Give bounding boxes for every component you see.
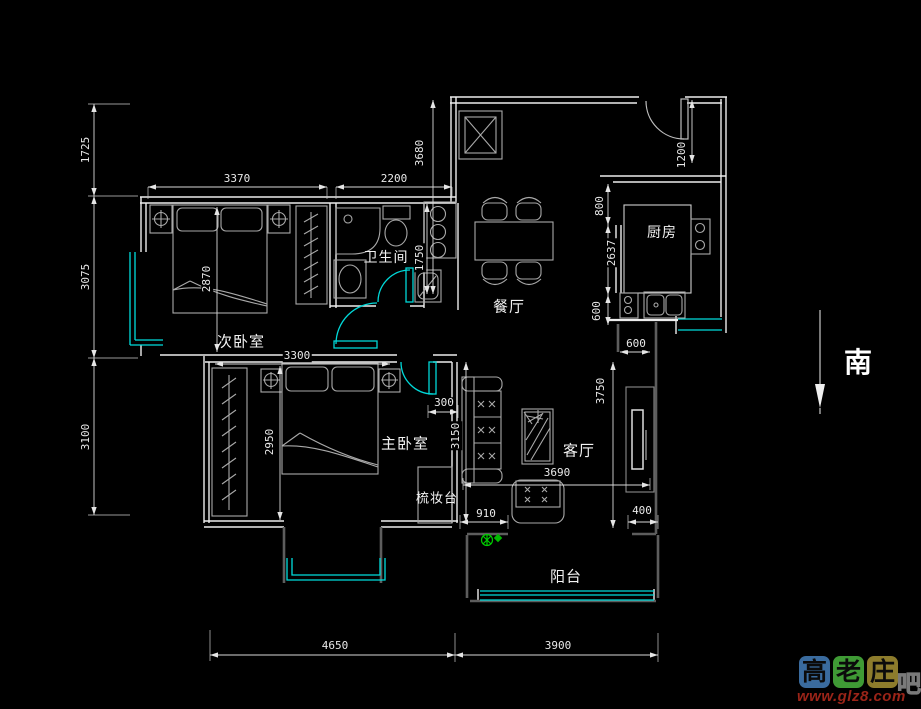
kitchen-stove: [690, 218, 711, 255]
dim-3750: 3750: [594, 376, 608, 406]
dim-2637: 2637: [605, 238, 619, 268]
dim-bottom-4650: 4650: [320, 639, 350, 653]
watermark-tile-3: 庄: [867, 656, 898, 688]
room-label-dressing-table: 梳妆台: [415, 490, 459, 506]
balcony-walls: [465, 535, 660, 603]
dim-top-2200: 2200: [379, 172, 409, 186]
dining-set: [474, 196, 554, 286]
room-label-kitchen: 厨房: [647, 224, 677, 240]
kitchen-burner-unit: [619, 292, 639, 319]
shower: [335, 207, 381, 255]
room-label-living: 客厅: [562, 442, 596, 460]
balcony-window: [480, 590, 654, 601]
dim-910: 910: [475, 507, 497, 521]
room-label-balcony: 阳台: [549, 568, 583, 586]
dim-1200: 1200: [675, 140, 689, 170]
balcony-plants: [480, 533, 503, 547]
dressing-table: [417, 466, 453, 524]
kitchen-counter: [623, 204, 692, 294]
entry-door-swing: [645, 100, 685, 140]
dim-2870: 2870: [200, 264, 214, 294]
dim-300: 300: [433, 396, 455, 410]
dim-top-3370: 3370: [222, 172, 252, 186]
extension-lines: [88, 103, 659, 662]
bed-secondary: [172, 204, 268, 314]
watermark-tile-1: 高: [799, 656, 830, 688]
room-label-dining: 餐厅: [492, 298, 526, 316]
south-arrow: [815, 310, 825, 414]
bathroom-sink: [333, 259, 367, 299]
dim-2950: 2950: [263, 427, 277, 457]
dimension-lines: [91, 100, 695, 658]
dim-left-3075: 3075: [79, 262, 93, 292]
dim-left-3100: 3100: [79, 422, 93, 452]
kitchen-side-window: [678, 318, 722, 331]
dim-600-kitchen: 600: [590, 300, 604, 322]
bathroom-door-leaf: [405, 267, 414, 303]
dim-3680: 3680: [413, 138, 427, 168]
bedroom2-bay-window: [129, 252, 163, 346]
toilet: [382, 205, 411, 247]
watermark-logo: 高 老 庄 吧 www.glz8.com: [795, 650, 921, 709]
dim-800: 800: [593, 195, 607, 217]
tv-cabinet: [625, 386, 655, 493]
windows: [129, 252, 722, 601]
loveseat: [511, 479, 565, 524]
dim-3300: 3300: [282, 349, 312, 363]
watermark-url: www.glz8.com: [797, 688, 906, 705]
room-label-bathroom: 卫生间: [363, 249, 409, 265]
dim-3150: 3150: [449, 421, 463, 451]
watermark-suffix: 吧: [897, 671, 921, 699]
wardrobe-master: [211, 367, 248, 517]
nightstands-master: [260, 368, 401, 393]
master-door-swing: [400, 361, 434, 395]
closet-hallway: [295, 205, 328, 305]
room-label-master-bedroom: 主卧室: [380, 435, 430, 453]
entry-door-leaf: [680, 98, 689, 140]
dim-bottom-3900: 3900: [543, 639, 573, 653]
utility-vanity: [423, 201, 457, 259]
coffee-table: [521, 408, 554, 465]
room-label-secondary-bedroom: 次卧室: [216, 333, 266, 351]
corridor-door-swing: [335, 302, 378, 345]
bathroom-door-swing: [377, 269, 411, 303]
dim-1750: 1750: [413, 243, 427, 273]
master-bay-walls: [282, 527, 383, 583]
dim-3690: 3690: [542, 466, 572, 480]
master-door-leaf: [428, 361, 437, 395]
compass-south-label: 南: [843, 347, 873, 378]
bed-master: [281, 362, 379, 475]
dim-left-1725: 1725: [79, 135, 93, 165]
shaft: [458, 110, 503, 160]
washing-machine: [414, 269, 442, 303]
corridor-door-leaf: [333, 340, 378, 349]
master-bay-window: [286, 558, 386, 581]
watermark-tile-2: 老: [833, 656, 864, 688]
dim-400: 400: [631, 504, 653, 518]
doors: [333, 98, 689, 395]
kitchen-sink: [643, 291, 686, 319]
dim-600-wall: 600: [625, 337, 647, 351]
sofa: [461, 376, 503, 484]
nightstands-secondary: [149, 204, 291, 234]
